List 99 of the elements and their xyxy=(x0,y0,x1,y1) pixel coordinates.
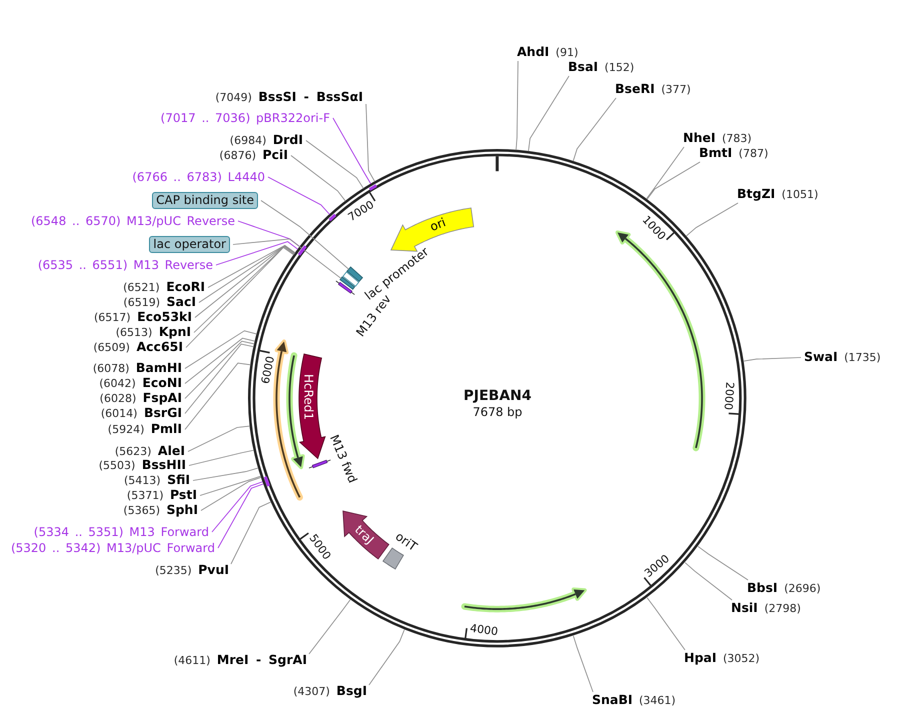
primer-label: (7017 .. 7036) pBR322ori-F xyxy=(160,111,330,125)
enzyme-site-label: (6984) DrdI xyxy=(230,133,303,148)
plasmid-length: 7678 bp xyxy=(472,405,522,420)
leader-line xyxy=(184,338,256,384)
leader-line xyxy=(516,60,518,150)
feature-box xyxy=(342,271,360,288)
enzyme-site-label: SwaI (1735) xyxy=(804,350,881,365)
enzyme-site-label: BseRI (377) xyxy=(615,82,691,97)
leader-line xyxy=(366,104,376,182)
enzyme-site-label: (7049) BssSI - BssSαI xyxy=(215,90,363,105)
coordinate-label: 2000 xyxy=(722,382,736,411)
primer-label: (6535 .. 6551) M13 Reverse xyxy=(38,258,213,272)
feature-box xyxy=(339,276,356,291)
enzyme-site-label: (5371) PstI xyxy=(126,488,197,503)
plasmid-name: PJEBAN4 xyxy=(463,388,532,404)
leader-line xyxy=(686,202,738,236)
primer-mark xyxy=(334,280,356,296)
enzyme-site-label: (6521) EcoRI xyxy=(123,280,205,295)
enzyme-site-label: (4611) MreI - SgrAI xyxy=(174,653,307,668)
gene-feature xyxy=(298,352,327,460)
enzyme-site-label: (5623) AleI xyxy=(114,444,185,459)
feature-label: traJ xyxy=(352,522,376,547)
enzyme-site-label: (4307) BsgI xyxy=(293,684,367,699)
leader-line xyxy=(646,597,686,650)
feature-tag: lac operator xyxy=(149,236,230,253)
leader-line xyxy=(218,483,264,548)
leader-line xyxy=(208,244,296,288)
enzyme-site-label: (6513) KpnI xyxy=(116,325,191,340)
leader-line xyxy=(238,220,300,248)
enzyme-site-label: (5235) PvuI xyxy=(155,563,229,578)
leader-line xyxy=(528,76,570,152)
leader-line xyxy=(230,502,272,564)
orf-arc xyxy=(460,586,588,613)
leader-line xyxy=(212,481,264,532)
leader-line xyxy=(194,246,296,318)
leader-line xyxy=(200,476,262,511)
leader-line xyxy=(646,146,684,200)
enzyme-site-label: (6519) SacI xyxy=(123,295,196,310)
leader-line xyxy=(368,629,405,686)
primer-label: (6766 .. 6783) L4440 xyxy=(132,170,265,184)
enzyme-site-label: BsaI (152) xyxy=(568,60,634,75)
primer-label: (6548 .. 6570) M13/pUC Reverse xyxy=(30,214,235,228)
enzyme-site-label: HpaI (3052) xyxy=(684,651,760,666)
leader-line xyxy=(572,98,616,162)
enzyme-site-label: (5503) BssHII xyxy=(98,458,186,473)
enzyme-site-label: (5413) SfiI xyxy=(124,473,190,488)
feature-label: oriT xyxy=(392,530,420,554)
feature-label: HcRed1 xyxy=(302,374,315,420)
leader-line xyxy=(260,200,350,270)
orf-arc xyxy=(272,338,304,501)
leader-line xyxy=(308,599,351,654)
leader-line xyxy=(198,245,296,303)
leader-line xyxy=(646,162,700,200)
leader-line xyxy=(184,340,255,399)
leader-line xyxy=(743,357,802,362)
enzyme-site-label: NheI (783) xyxy=(683,131,752,146)
leader-line xyxy=(332,118,372,184)
enzyme-site-label: AhdI (91) xyxy=(517,45,578,60)
feature-label: M13 fwd xyxy=(327,433,359,485)
enzyme-site-label: (5365) SphI xyxy=(123,503,198,518)
enzyme-site-label: (5924) PmlI xyxy=(108,422,182,437)
primer-label: (5320 .. 5342) M13/pUC Forward xyxy=(10,541,215,555)
enzyme-site-label: (6014) BsrGI xyxy=(100,406,182,421)
feature-box xyxy=(346,266,364,283)
coordinate-label: 6000 xyxy=(258,355,277,386)
leader-line xyxy=(200,476,262,496)
coordinate-label: 4000 xyxy=(470,621,500,638)
feature-tag: CAP binding site xyxy=(152,192,258,209)
leader-line xyxy=(572,635,594,692)
leader-line xyxy=(684,562,732,600)
leader-line xyxy=(194,246,295,333)
enzyme-site-label: (6028) FspAI xyxy=(100,391,182,406)
leader-line xyxy=(698,546,748,580)
enzyme-site-label: NsiI (2798) xyxy=(731,601,801,616)
gene-feature xyxy=(342,510,390,560)
leader-line xyxy=(186,246,294,348)
feature-label: ori xyxy=(428,216,448,234)
enzyme-site-label: BtgZI (1051) xyxy=(737,187,818,202)
leader-line xyxy=(290,155,346,202)
enzyme-site-label: (6042) EcoNI xyxy=(99,376,182,391)
leader-line xyxy=(188,450,254,466)
primer-label: (5334 .. 5351) M13 Forward xyxy=(34,525,209,539)
enzyme-site-label: (6509) Acc65I xyxy=(93,340,183,355)
enzyme-site-label: SnaBI (3461) xyxy=(592,693,676,708)
leader-line xyxy=(188,426,250,452)
enzyme-site-label: (6078) BamHI xyxy=(92,361,182,376)
primer-mark xyxy=(308,459,332,470)
leader-line xyxy=(268,176,330,215)
enzyme-site-label: BmtI (787) xyxy=(699,146,768,161)
leader-line xyxy=(184,362,251,430)
leader-line xyxy=(216,241,298,266)
enzyme-site-label: (6517) Eco53kI xyxy=(94,310,192,325)
enzyme-site-label: (6876) PciI xyxy=(219,148,288,163)
leader-line xyxy=(184,330,258,369)
leader-line xyxy=(184,344,254,414)
leader-line xyxy=(232,238,342,279)
enzyme-site-label: BbsI (2696) xyxy=(747,581,821,596)
leader-line xyxy=(192,468,259,481)
leader-line xyxy=(306,140,364,189)
